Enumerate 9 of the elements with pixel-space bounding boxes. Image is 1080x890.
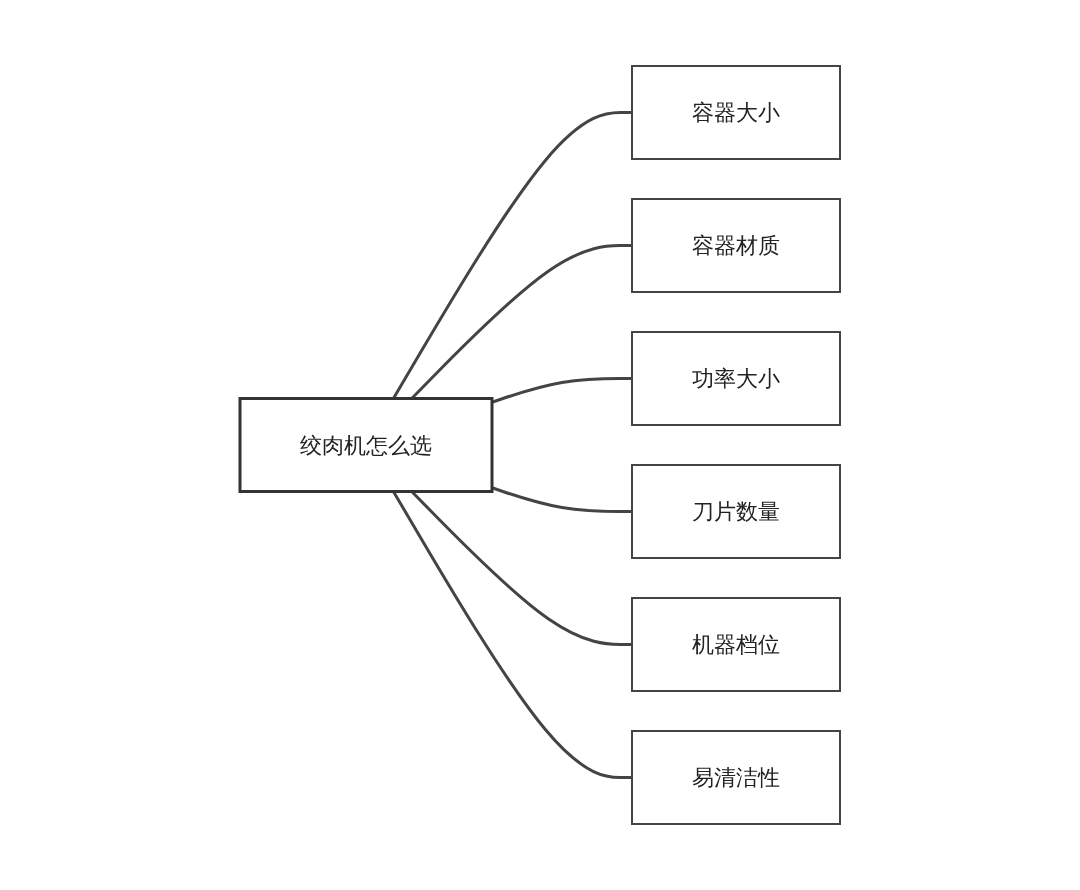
node-box: 容器材质 xyxy=(631,198,841,293)
node-box: 易清洁性 xyxy=(631,730,841,825)
node-box: 功率大小 xyxy=(631,331,841,426)
node-box: 容器大小 xyxy=(631,65,841,160)
node-box: 机器档位 xyxy=(631,597,841,692)
connector xyxy=(491,486,632,513)
connector xyxy=(491,377,632,404)
node-box: 绞肉机怎么选 xyxy=(238,397,494,493)
node-box: 刀片数量 xyxy=(631,464,841,559)
